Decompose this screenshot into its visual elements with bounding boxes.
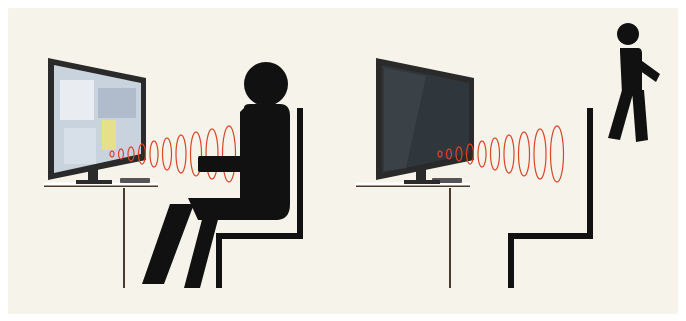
person-thigh-left [188,198,278,220]
screen-window-2 [98,88,136,118]
screen-window-1 [60,80,94,120]
person-head-right [617,23,639,45]
person-head-left [244,62,288,106]
person-arm-left [198,156,242,172]
keyboard-left [120,178,150,183]
monitor-neck-left [88,168,98,182]
illustration-panel [8,8,678,314]
monitor-base-left [76,180,112,184]
screen-panel [64,128,96,164]
person-body-right [620,48,642,94]
monitor-base-right [404,180,440,184]
monitor-neck-right [416,168,426,182]
screen-highlight [102,120,116,150]
